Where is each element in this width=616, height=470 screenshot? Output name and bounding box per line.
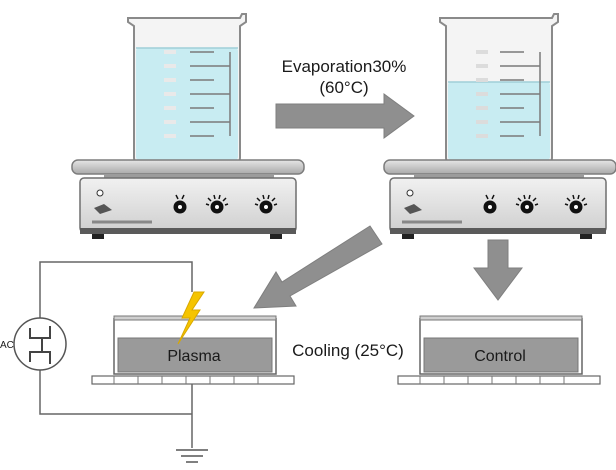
- ground-icon: [176, 449, 208, 463]
- left-hotplate-icon: [71, 159, 305, 239]
- evaporation-label: Evaporation30%: [282, 57, 407, 76]
- arrow-diagonal-icon: [253, 225, 383, 309]
- control-dish-icon: [397, 315, 601, 385]
- arrow-right-icon: [275, 93, 415, 139]
- knob-icon: [483, 194, 497, 214]
- cooling-label: Cooling (25°C): [292, 341, 404, 360]
- right-hotplate-icon: [383, 159, 616, 239]
- plasma-dish-icon: [91, 315, 295, 385]
- arrow-down-icon: [473, 239, 523, 301]
- ac-label: AC: [0, 340, 14, 351]
- circuit-wires: [39, 261, 193, 448]
- evaporation-temp-label: (60°C): [319, 78, 368, 97]
- right-beaker-icon: [439, 13, 559, 163]
- lightning-icon: [177, 291, 205, 345]
- control-label: Control: [474, 348, 526, 365]
- left-beaker-icon: [127, 13, 247, 163]
- plasma-label: Plasma: [167, 348, 220, 365]
- ac-source-icon: [13, 317, 67, 371]
- knob-icon: [173, 194, 187, 214]
